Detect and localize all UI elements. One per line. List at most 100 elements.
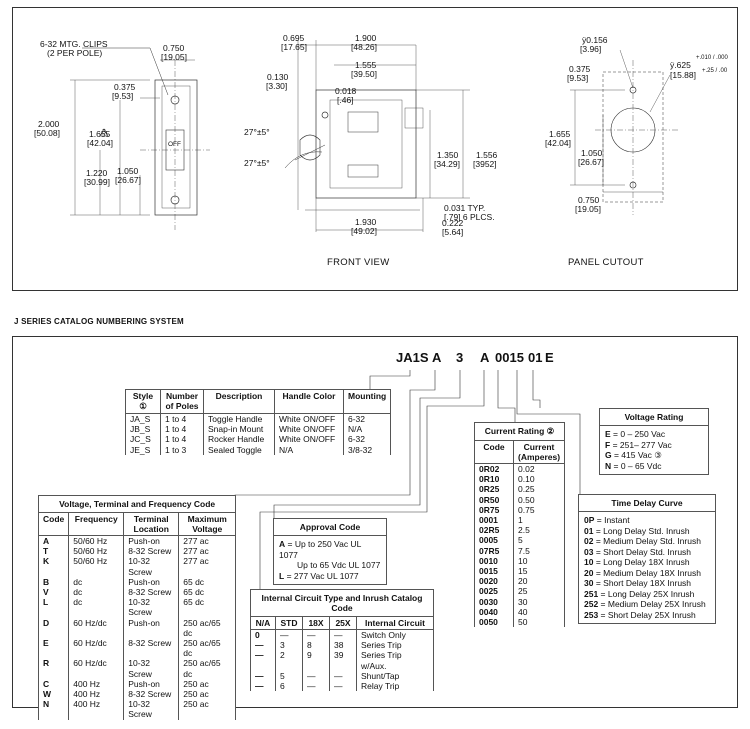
dim-label: [9.53] [112, 91, 134, 101]
dim-label: 1.655 [89, 129, 111, 139]
table-cell: 0050 [474, 617, 514, 628]
code-description: = 415 Vac ③ [611, 450, 662, 460]
table-cell: 8-32 Screw [123, 546, 180, 557]
th: Code [474, 440, 514, 464]
table-cell: 20 [512, 576, 566, 587]
table-title: Current Rating ② [473, 422, 566, 441]
angle-label: 27°±5° [244, 127, 270, 137]
dim-label: 0.695 [283, 33, 305, 43]
time-delay-line: 30 = Short Delay 18X Inrush [584, 578, 710, 589]
table-cell: 1 to 4 [160, 434, 204, 445]
table-cell: 6-32 [342, 413, 392, 425]
table-cell: N/A [342, 424, 392, 435]
time-delay-line: 20 = Medium Delay 18X Inrush [584, 568, 710, 579]
table-cell: 277 ac [178, 535, 237, 547]
dim-label: ÿ0.156 [582, 35, 608, 45]
dim-label: [15.88] [670, 70, 696, 80]
table-title: Approval Code [274, 519, 386, 536]
th: Style ① [125, 389, 161, 414]
voltage-rating-line: E = 0 – 250 Vac [605, 429, 703, 440]
time-delay-line: 01 = Long Delay Std. Inrush [584, 526, 710, 537]
table-cell: — [275, 629, 303, 641]
table-cell: 65 dc [178, 587, 237, 598]
code-label: F [605, 439, 611, 450]
dim-label: [30.99] [84, 177, 110, 187]
table-cell: 250 ac/65 dc [178, 617, 237, 639]
table-cell: Snap-in Mount [203, 424, 275, 435]
approval-line: Up to 65 Vdc UL 1077 [279, 560, 381, 571]
table-cell: — [329, 681, 357, 692]
table-cell: 30 [512, 596, 566, 607]
table-cell: — [250, 681, 276, 692]
code-description: = Up to 250 Vac UL 1077 [279, 539, 361, 560]
th: Maximum Voltage [178, 512, 237, 536]
table-cell: White ON/OFF [274, 434, 344, 445]
table-cell: 07R5 [474, 545, 514, 556]
table-cell: 0.10 [512, 474, 566, 485]
code-label: 03 [584, 546, 594, 557]
table-cell: 8-32 Screw [123, 587, 180, 598]
table-cell: 0R25 [474, 484, 514, 495]
table-cell: 1 [512, 515, 566, 526]
catalog-code-current: 0015 [495, 350, 524, 365]
table-cell: 50 [512, 617, 566, 628]
th: Current (Amperes) [512, 440, 566, 464]
code-description: = Medium Delay Std. Inrush [593, 536, 701, 546]
table-cell: Toggle Handle [203, 413, 275, 425]
code-label: 253 [584, 609, 599, 620]
code-description: = Long Delay Std. Inrush [593, 525, 690, 536]
approval-line: A = Up to 250 Vac UL 1077 [279, 539, 381, 560]
table-cell: Rocker Handle [203, 434, 275, 445]
code-label: 20 [584, 567, 594, 578]
dim-label: ÿ.625 [670, 60, 691, 70]
angle-label: 27°±5° [244, 158, 270, 168]
table-cell: 0025 [474, 586, 514, 597]
table-cell: N [37, 699, 70, 720]
table-cell: 0020 [474, 576, 514, 587]
internal-circuit-table: Internal Circuit Type and Inrush Catalog… [250, 589, 434, 692]
table-cell: 60 Hz/dc [68, 638, 125, 659]
circuit-row: —6——Relay Trip [250, 681, 434, 692]
table-cell: 50/60 Hz [68, 556, 125, 577]
table-cell: 39 [329, 650, 357, 671]
mtg-clips-label-2: (2 PER POLE) [47, 48, 103, 58]
dim-label: 1.900 [355, 33, 377, 43]
dim-label: [5.64] [442, 227, 464, 237]
table-cell: — [250, 670, 276, 682]
table-cell: 10-32 Screw [123, 597, 180, 618]
table-cell: 0 [250, 629, 276, 641]
th: Code [37, 512, 70, 536]
dim-label: 0.130 [267, 72, 289, 82]
code-description: = Medium Delay 25X Inrush [598, 599, 706, 609]
dim-label: 1.556 [476, 150, 498, 160]
table-cell: Push-on [123, 576, 180, 588]
dim-label: [26.67] [578, 157, 604, 167]
drawing-panel [12, 7, 738, 291]
table-cell: 5 [275, 670, 303, 682]
code-description: = Instant [594, 515, 630, 525]
dim-label: [39.50] [351, 69, 377, 79]
table-cell: 8-32 Screw [123, 689, 180, 700]
table-cell: JC_S [125, 434, 161, 445]
table-cell: — [250, 650, 276, 671]
code-label: 251 [584, 588, 599, 599]
th: Description [203, 389, 275, 414]
th: Handle Color [274, 389, 344, 414]
dim-label: 1.350 [437, 150, 459, 160]
table-cell: 8-32 Screw [123, 638, 180, 659]
